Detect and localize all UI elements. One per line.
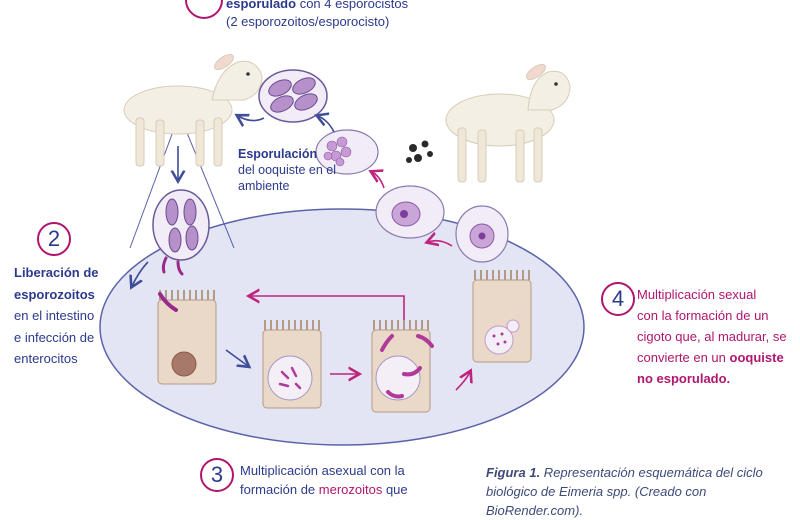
step4-line4-pre: convierte en un	[637, 350, 730, 365]
sporulation-label: Esporulación del ooquiste en el ambiente	[238, 146, 336, 194]
step4-line5: no esporulado.	[637, 371, 731, 386]
step4-number-badge: 4	[601, 282, 635, 316]
step3-line2-post: que	[382, 482, 408, 497]
lamb-right	[445, 63, 571, 183]
enterocyte-1	[157, 290, 217, 385]
caption-line2: biológico de Eimeria spp. (Creado con Bi…	[486, 484, 707, 518]
caption-line1-rest: Representación esquemática del ciclo	[540, 465, 763, 480]
enterocyte-4	[472, 270, 532, 363]
step1-circle-fragment	[185, 0, 223, 19]
step1-text-line1: esporulado con 4 esporocistos	[226, 0, 408, 12]
feces-pellets	[406, 140, 433, 163]
step3-line2: formación de merozoitos que	[240, 480, 408, 499]
sporulation-bold: Esporulación	[238, 147, 318, 161]
sporulation-line3: ambiente	[238, 179, 290, 193]
step2-number-badge: 2	[37, 222, 71, 256]
step4-line1: Multiplicación sexual	[637, 287, 757, 302]
unsporulated-oocyst-2	[455, 205, 509, 263]
zoom-lines	[129, 117, 235, 249]
step1-text-line2: (2 esporozoitos/esporocisto)	[226, 14, 390, 29]
sporulating-oocyst	[315, 129, 379, 175]
step4-line4: convierte en un ooquiste	[637, 347, 787, 368]
step1-rest: con 4 esporocistos	[296, 0, 409, 11]
step2-bold1: Liberación de	[14, 265, 99, 280]
step2-line5: enterocitos	[14, 351, 78, 366]
step3-merozoitos: merozoitos	[318, 482, 383, 497]
step2-line4: e infección de	[14, 329, 95, 345]
sporulated-oocyst	[258, 69, 328, 123]
step2-bold2: esporozoitos	[14, 286, 95, 302]
enterocyte-3	[371, 320, 434, 413]
unsporulated-oocyst-1	[375, 185, 445, 239]
eimeria-life-cycle-diagram	[99, 0, 585, 446]
excysting-oocyst	[152, 189, 210, 276]
step2-line3: en el intestino	[14, 308, 95, 323]
step3-number-badge: 3	[200, 458, 234, 492]
step2-text: Liberación de esporozoitos en el intesti…	[14, 262, 99, 370]
sporulation-line2: del ooquiste en el	[238, 163, 336, 177]
lamb-left	[123, 53, 263, 167]
step1-bold: esporulado	[226, 0, 297, 11]
step3-line2-pre: formación de	[240, 482, 319, 497]
cycle-arrows	[132, 116, 470, 391]
caption-line1: Figura 1. Representación esquemática del…	[486, 463, 800, 482]
caption-label: Figura 1.	[486, 465, 541, 480]
step4-ooquiste: ooquiste	[729, 350, 784, 365]
step4-line3: cigoto que, al madurar, se	[637, 329, 787, 344]
step3-text: Multiplicación asexual con la formación …	[240, 461, 408, 499]
figure-caption: Figura 1. Representación esquemática del…	[486, 463, 800, 520]
step4-text: Multiplicación sexual con la formación d…	[637, 284, 787, 389]
step3-line1: Multiplicación asexual con la	[240, 463, 405, 478]
step4-line2: con la formación de un	[637, 308, 769, 323]
intestine-ellipse	[99, 208, 585, 446]
enterocyte-2	[262, 320, 322, 409]
